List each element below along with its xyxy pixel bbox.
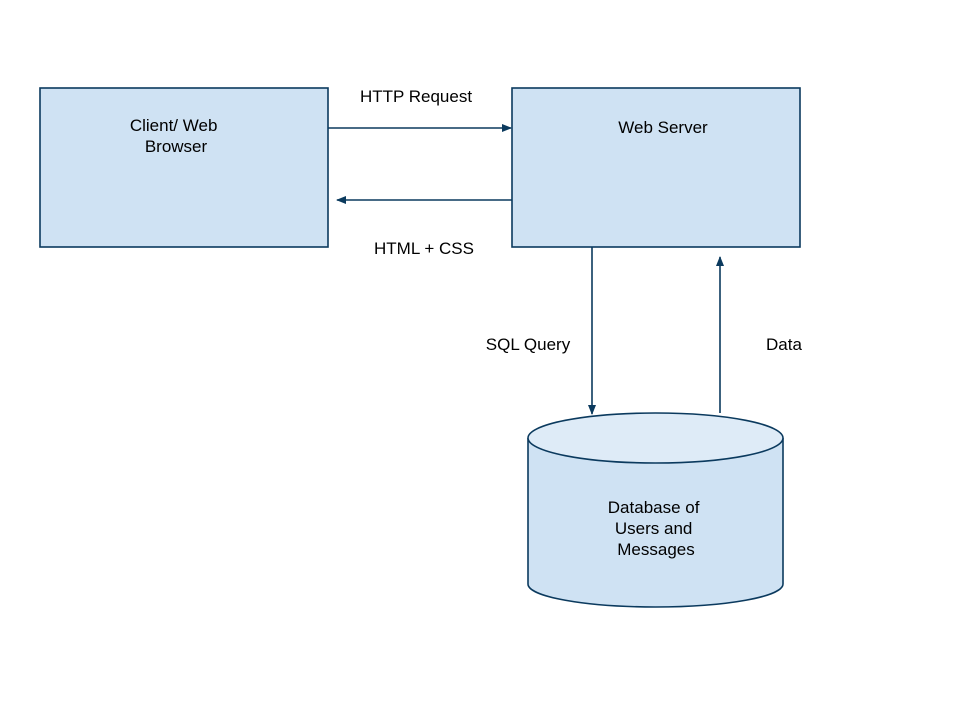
data-label: Data <box>766 335 802 354</box>
html-css-label: HTML + CSS <box>374 239 474 258</box>
sql-query-label: SQL Query <box>486 335 571 354</box>
sql-query-edge: SQL Query <box>486 247 596 415</box>
web-server-node: Web Server <box>511 87 801 248</box>
database-label: Database of Users and Messages <box>608 498 704 559</box>
html-css-edge: HTML + CSS <box>336 196 512 258</box>
database-top <box>527 412 784 464</box>
data-edge: Data <box>716 256 802 413</box>
client-browser-label: Client/ Web Browser <box>130 116 222 156</box>
http-request-edge: HTTP Request <box>328 87 512 132</box>
client-browser-node: Client/ Web Browser <box>39 87 329 248</box>
http-request-label: HTTP Request <box>360 87 472 106</box>
database-node: Database of Users and Messages <box>527 412 784 608</box>
web-server-label: Web Server <box>618 118 708 137</box>
